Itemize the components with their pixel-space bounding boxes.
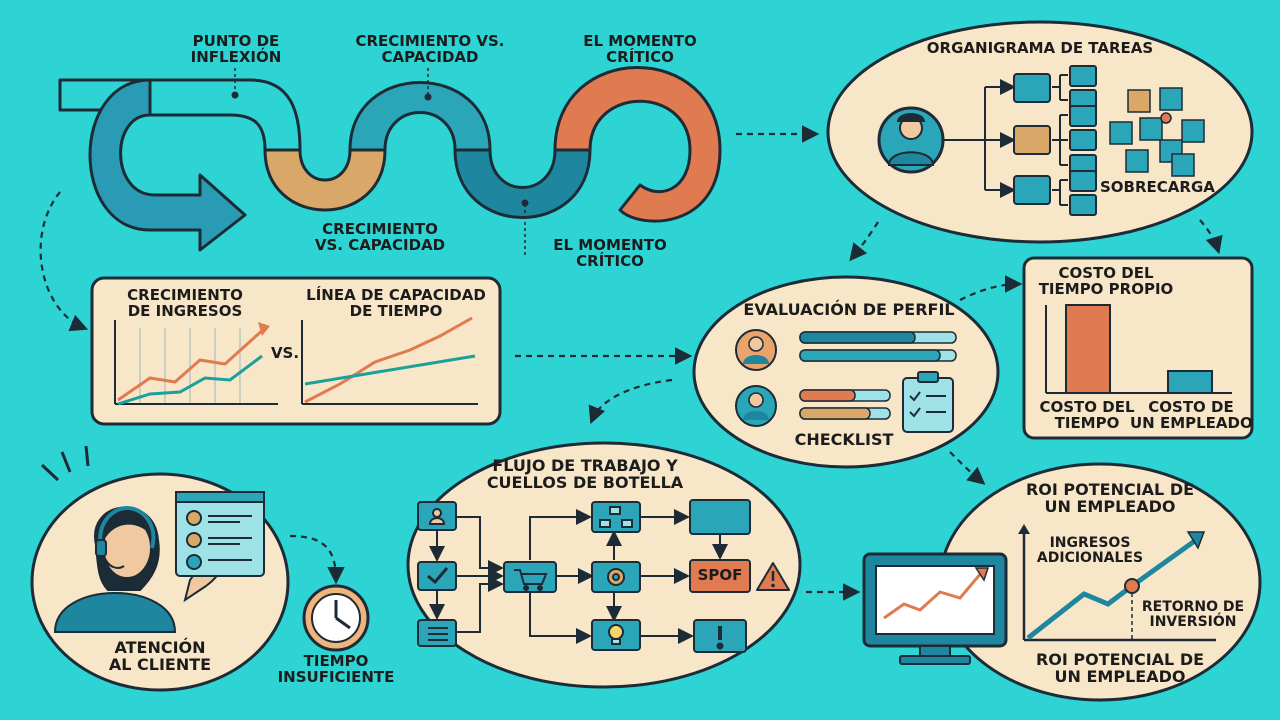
label-checklist: CHECKLIST [794,430,894,449]
clock-icon [302,584,370,652]
spof-node [689,559,751,593]
workflow-output-node [689,499,751,535]
chat-window [175,491,265,577]
label-atencion-cliente: ATENCIÓN AL CLIENTE [108,638,212,674]
checklist-icon [902,371,954,433]
segment-teal-arch [348,81,492,152]
manager-avatar [877,106,945,174]
capacity-chart [301,316,478,405]
label-costo-tiempo-propio: COSTO DEL TIEMPO PROPIO [1038,264,1174,298]
label-linea-capacidad: LÍNEA DE CAPACIDAD DE TIEMPO [306,286,486,320]
skill-bars [799,331,957,420]
roi-bottom-title: ROI POTENCIAL DE UN EMPLEADO [1035,650,1205,686]
label-retorno-inversion: RETORNO DE INVERSIÓN [1141,599,1245,630]
warning-icon [756,562,790,591]
workflow-nodes [417,499,751,653]
task-boxes [1013,65,1097,216]
roi-chart [1018,524,1216,642]
label-costo-empleado: COSTO DE UN EMPLEADO [1130,398,1253,432]
segment-teal-dark [453,148,592,219]
org-chart-title: ORGANIGRAMA DE TAREAS [926,39,1154,57]
agent-figure [53,505,221,633]
label-crecimiento-bottom: CRECIMIENTO VS. CAPACIDAD [314,220,446,254]
label-vs: VS. [270,344,300,362]
label-crecimiento-top: CRECIMIENTO VS. CAPACIDAD [355,32,505,66]
workflow-title: FLUJO DE TRABAJO Y CUELLOS DE BOTELLA [486,456,684,492]
overload-documents [1109,87,1205,177]
segment-sand [263,148,387,212]
revenue-chart [114,320,278,406]
roi-title: ROI POTENCIAL DE UN EMPLEADO [1025,480,1195,516]
monitor-icon [862,552,1008,665]
label-tiempo-insuficiente: TIEMPO INSUFICIENTE [277,652,395,686]
cost-bar-chart [1045,304,1232,394]
workflow-cart-node [503,561,557,593]
label-punto-inflexion: PUNTO DE INFLEXIÓN [190,32,282,66]
segment-orange [553,66,722,223]
label-momento-top: EL MOMENTO CRÍTICO [583,32,697,66]
workflow-check-node [417,561,457,591]
profile-avatar-2 [735,385,777,427]
serpentine-path [58,66,722,252]
label-crecimiento-ingresos: CRECIMIENTO DE INGRESOS [127,286,243,320]
label-costo-tiempo: COSTO DEL TIEMPO [1039,398,1135,432]
growth-panel [90,276,502,426]
profile-title: EVALUACIÓN DE PERFIL [743,300,955,319]
label-sobrecarga: SOBRECARGA [1100,178,1215,196]
curl-arrow [88,78,247,252]
label-momento-bottom: EL MOMENTO CRÍTICO [553,236,667,270]
label-ingresos-adicionales: INGRESOS ADICIONALES [1036,535,1144,566]
profile-avatar-1 [735,329,777,371]
spof-label: SPOF [697,566,743,584]
